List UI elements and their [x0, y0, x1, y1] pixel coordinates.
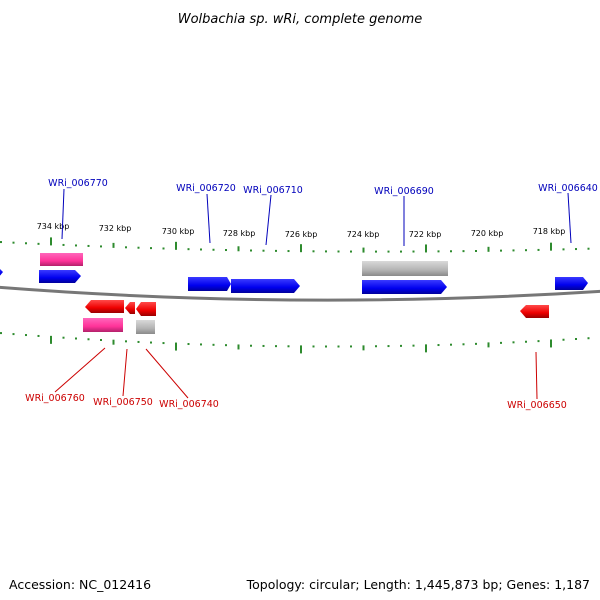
label-leader-line: [122, 348, 128, 397]
gene-label[interactable]: WRi_006770: [48, 178, 108, 189]
tick-label: 734 kbp: [37, 222, 70, 231]
forward-gene-labels: WRi_006770 WRi_006720 WRi_006710 WRi_006…: [48, 178, 598, 246]
reverse-gene[interactable]: [520, 305, 549, 318]
forward-gene[interactable]: [39, 270, 81, 283]
map-title: Wolbachia sp. wRi, complete genome: [178, 12, 423, 27]
tick-label: 728 kbp: [223, 229, 256, 238]
gene-label[interactable]: WRi_006650: [507, 400, 567, 411]
label-leader-line: [145, 348, 189, 399]
tick-label: 732 kbp: [99, 224, 132, 233]
tick-label: 724 kbp: [347, 230, 380, 239]
forward-strand-genes: [0, 253, 588, 294]
forward-gene[interactable]: [555, 277, 588, 290]
forward-pseudogene[interactable]: [362, 261, 448, 276]
forward-gene[interactable]: [188, 277, 231, 291]
genome-summary-text: Topology: circular; Length: 1,445,873 bp…: [246, 577, 590, 592]
forward-gene[interactable]: [0, 267, 3, 278]
label-leader-line: [265, 194, 272, 246]
genome-backbone: [0, 285, 600, 302]
reverse-gene-labels: WRi_006760 WRi_006750 WRi_006740 WRi_006…: [25, 347, 567, 411]
tick-label: 726 kbp: [285, 230, 318, 239]
reverse-rna-gene[interactable]: [83, 318, 123, 332]
gene-label[interactable]: WRi_006740: [159, 399, 219, 410]
tick-labels: 734 kbp 732 kbp 730 kbp 728 kbp 726 kbp …: [37, 222, 566, 239]
accession-text: Accession: NC_012416: [9, 577, 152, 592]
forward-gene[interactable]: [231, 279, 300, 293]
reverse-gene[interactable]: [136, 302, 156, 316]
reverse-gene[interactable]: [85, 300, 124, 313]
tick-label: 718 kbp: [533, 227, 566, 236]
reverse-pseudogene[interactable]: [136, 320, 155, 334]
gene-label[interactable]: WRi_006710: [243, 185, 303, 196]
label-leader-line: [61, 188, 65, 240]
label-leader-line: [535, 351, 538, 400]
tick-label: 722 kbp: [409, 230, 442, 239]
label-leader-line: [54, 347, 106, 393]
forward-rna-gene[interactable]: [40, 253, 83, 266]
gene-label[interactable]: WRi_006750: [93, 397, 153, 408]
reverse-gene[interactable]: [125, 302, 135, 314]
label-leader-line: [567, 192, 572, 244]
gene-label[interactable]: WRi_006690: [374, 186, 434, 197]
outer-tick-ring: [0, 237, 590, 253]
reverse-strand-genes: [83, 300, 549, 334]
gene-label[interactable]: WRi_006760: [25, 393, 85, 404]
inner-tick-ring: [0, 332, 590, 354]
tick-label: 720 kbp: [471, 229, 504, 238]
tick-label: 730 kbp: [162, 227, 195, 236]
label-leader-line: [206, 193, 211, 244]
gene-label[interactable]: WRi_006640: [538, 183, 598, 194]
forward-gene[interactable]: [362, 280, 447, 294]
gene-label[interactable]: WRi_006720: [176, 183, 236, 194]
